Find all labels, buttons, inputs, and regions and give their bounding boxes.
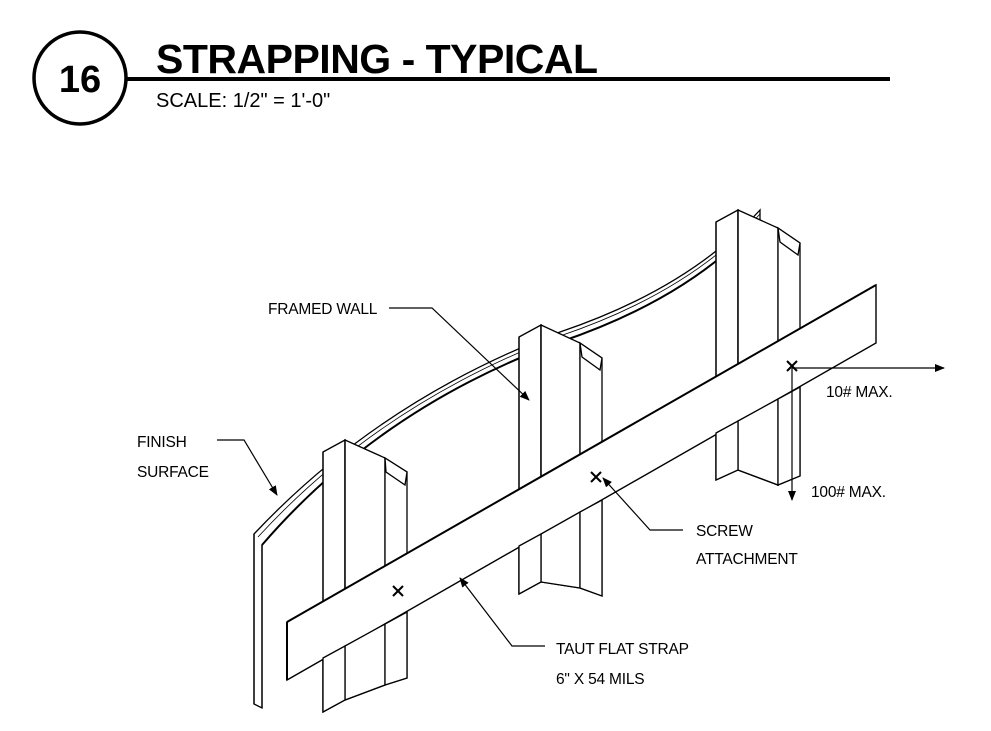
- strap-leader: [459, 577, 545, 647]
- detail-title: STRAPPING - TYPICAL: [156, 36, 598, 82]
- screw-left: [392, 585, 404, 597]
- flat-strap: [286, 283, 877, 682]
- title-block: 16 STRAPPING - TYPICAL SCALE: 1/2" = 1'-…: [32, 30, 890, 126]
- finish-surface-leader: [217, 439, 278, 496]
- screw-attachment-leader: [602, 477, 683, 531]
- detail-number: 16: [59, 59, 101, 101]
- label-finish-line2: SURFACE: [137, 464, 209, 481]
- callouts: FRAMED WALL FINISH SURFACE 10# MAX. 100#…: [137, 301, 893, 688]
- leaders: [217, 307, 683, 647]
- label-framed-wall: FRAMED WALL: [268, 301, 378, 318]
- label-strap-line1: TAUT FLAT STRAP: [556, 641, 689, 658]
- framed-wall-leader: [389, 307, 530, 401]
- detail-scale: SCALE: 1/2" = 1'-0": [156, 90, 330, 112]
- load-arrows: [788, 364, 945, 501]
- screw-right: [786, 360, 798, 372]
- screw-middle: [590, 471, 602, 483]
- label-screw-line2: ATTACHMENT: [696, 551, 798, 568]
- label-100-max: 100# MAX.: [811, 484, 886, 501]
- label-screw-line1: SCREW: [696, 523, 753, 540]
- label-finish-line1: FINISH: [137, 434, 187, 451]
- label-10-max: 10# MAX.: [826, 384, 892, 401]
- stud-lower-segments: [322, 385, 801, 714]
- label-strap-line2: 6" X 54 MILS: [556, 671, 644, 688]
